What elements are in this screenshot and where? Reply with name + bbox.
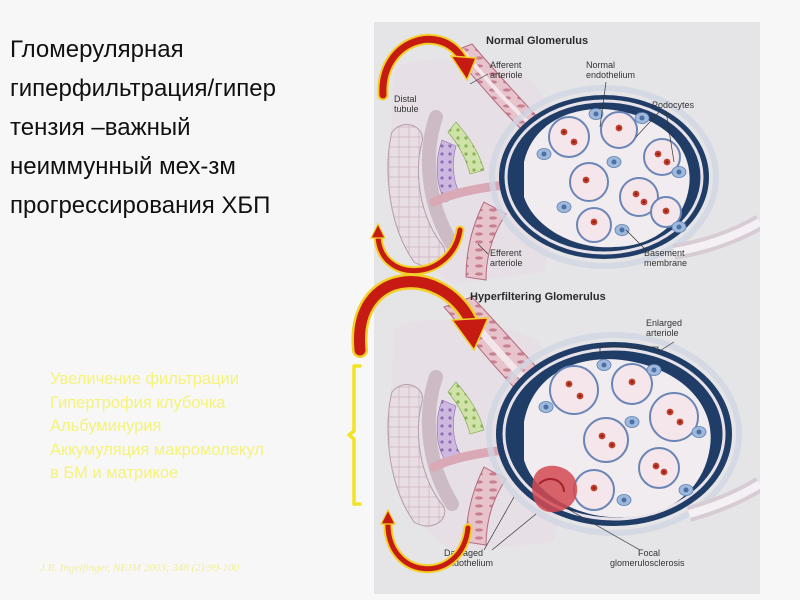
effect-item: Альбуминурия — [50, 417, 162, 435]
label-distal-tubule: Distal tubule — [394, 94, 419, 114]
label-basement-membrane: Basement membrane — [644, 248, 687, 268]
title-line-2: гиперфильтрация/гипер — [10, 75, 276, 102]
effect-item: в БМ и матрикое — [50, 464, 179, 482]
slide-title: Гломерулярная гиперфильтрация/гипер тенз… — [10, 30, 370, 225]
hyperfiltering-glomerulus-panel: Hyperfiltering Glomerulus Enlarged arter… — [387, 291, 760, 568]
hyperfiltration-effects-list: Увеличение фильтрации Гипертрофия клубоч… — [50, 368, 360, 486]
effects-brace — [347, 364, 362, 506]
normal-glomerulus-title: Normal Glomerulus — [486, 35, 588, 47]
label-focal-glomerulosclerosis: Focal glomerulosclerosis — [610, 548, 685, 568]
label-normal-endothelium: Normal endothelium — [586, 60, 635, 80]
title-line-4: неиммунный мех-зм — [10, 153, 236, 180]
hyperfiltering-glomerulus-title: Hyperfiltering Glomerulus — [470, 291, 606, 303]
effect-item: Увеличение фильтрации — [50, 370, 239, 388]
title-line-5: прогрессирования ХБП — [10, 192, 271, 219]
label-efferent-arteriole: Efferent arteriole — [490, 248, 524, 268]
effect-item: Аккумуляция макромолекул — [50, 440, 264, 459]
hyperfiltering-capillary-loops — [532, 359, 707, 513]
citation: J.R. Ingelfinger, NEJM 2003; 348 (2):99-… — [40, 562, 240, 574]
effect-item: Гипертрофия клубочка — [50, 393, 226, 412]
glomerulus-figure: Normal Glomerulus Afferent arteriole Nor… — [374, 22, 760, 594]
label-enlarged-arteriole: Enlarged arteriole — [646, 318, 685, 338]
normal-glomerulus-panel: Normal Glomerulus Afferent arteriole Nor… — [387, 35, 760, 284]
label-podocytes: Podocytes — [652, 100, 695, 110]
label-afferent-arteriole: Afferent arteriole — [490, 60, 524, 80]
normal-capillary-loops — [536, 108, 687, 243]
title-line-3: тензия –важный — [10, 114, 191, 141]
title-line-1: Гломерулярная — [10, 36, 184, 63]
